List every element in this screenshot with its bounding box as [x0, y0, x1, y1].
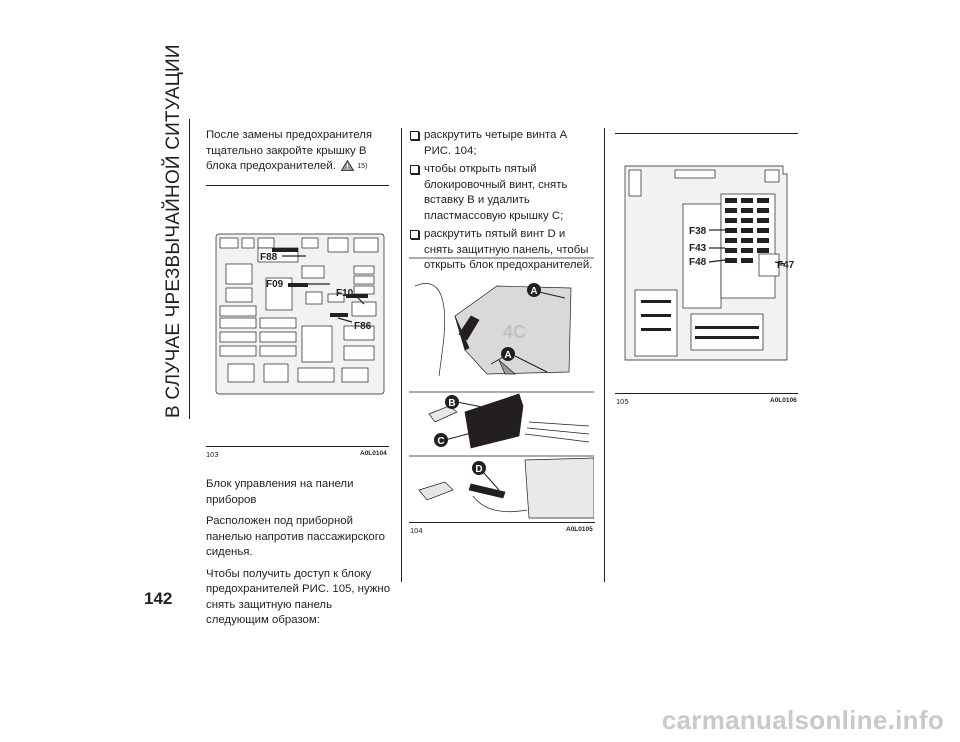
fig103-number: 103: [206, 450, 219, 459]
checkbox-bullet-icon: [410, 131, 419, 140]
figure-105: F38 F43 F48 F47: [615, 134, 799, 392]
fig104-callout-a1: A: [530, 286, 537, 297]
fig104-callout-b: B: [448, 398, 455, 409]
checkbox-bullet-icon: [410, 230, 419, 239]
fig105-label-f43: F43: [689, 243, 707, 254]
intro-ref: 15): [357, 163, 368, 170]
fig103-label-f88: F88: [260, 252, 278, 263]
section-rule: [189, 119, 190, 419]
fig105-label-f38: F38: [689, 226, 707, 237]
fig104-callout-a2: A: [504, 350, 511, 361]
column1-body: Блок управления на панели приборов Распо…: [206, 477, 396, 629]
fig105-code: A0L0106: [770, 397, 797, 404]
intro-text-body: После замены предохранителя тщательно за…: [206, 129, 373, 172]
fig104-callout-c: C: [437, 436, 444, 447]
bullet-text: чтобы открыть пятый блокировочный винт, …: [424, 163, 568, 222]
bullet-text: раскрутить пятый винт D и снять защитную…: [424, 228, 593, 271]
bullet-list: раскрутить четыре винта А РИС. 104; чтоб…: [410, 128, 596, 277]
panel-removal-drawing: 4C A A B C D: [409, 257, 595, 519]
fig104-callout-d: D: [475, 464, 482, 475]
fig103-code: A0L0104: [360, 450, 387, 457]
watermark: carmanualsonline.info: [661, 705, 944, 735]
fig104-bottom-rule: [409, 522, 595, 523]
bullet-text: раскрутить четыре винта А РИС. 104;: [424, 129, 568, 157]
intro-text: После замены предохранителя тщательно за…: [206, 128, 392, 177]
fig103-top-rule: [206, 185, 389, 186]
paragraph-access: Чтобы получить доступ к блоку предохрани…: [206, 567, 391, 627]
fig103-label-f09: F09: [266, 279, 284, 290]
figure-103: F88 F09 F10 F86: [206, 186, 390, 444]
intro-block: После замены предохранителя тщательно за…: [206, 128, 392, 177]
fig105-label-f48: F48: [689, 257, 707, 268]
dashboard-fuse-box-drawing: F38 F43 F48 F47: [624, 165, 795, 361]
fig105-bottom-rule: [615, 393, 798, 394]
column-divider-1: [401, 128, 402, 582]
fig103-label-f86: F86: [354, 321, 372, 332]
fig103-bottom-rule: [206, 446, 389, 447]
paragraph-location: Расположен под приборной панелью напроти…: [206, 515, 385, 558]
column-divider-2: [604, 128, 605, 582]
fig104-logo: 4C: [503, 322, 526, 342]
bullet-item: раскрутить пятый винт D и снять защитную…: [410, 227, 596, 274]
fig105-number: 105: [616, 397, 629, 406]
fig103-label-f10: F10: [336, 288, 354, 299]
fig104-code: A0L0105: [566, 526, 593, 533]
fuse-box-drawing: F88 F09 F10 F86: [215, 233, 385, 395]
checkbox-bullet-icon: [410, 165, 419, 174]
fig104-number: 104: [410, 526, 423, 535]
bullet-item: раскрутить четыре винта А РИС. 104;: [410, 128, 596, 159]
fig105-top-rule: [615, 133, 798, 134]
warning-icon: [340, 159, 355, 177]
bullet-item: чтобы открыть пятый блокировочный винт, …: [410, 162, 596, 224]
section-heading: Блок управления на панели приборов: [206, 478, 354, 506]
page-number: 142: [144, 589, 173, 608]
section-title: В СЛУЧАЕ ЧРЕЗВЫЧАЙНОЙ СИТУАЦИИ: [163, 44, 184, 418]
figure-104: 4C A A B C D: [409, 256, 595, 522]
fig105-label-f47: F47: [777, 260, 795, 271]
